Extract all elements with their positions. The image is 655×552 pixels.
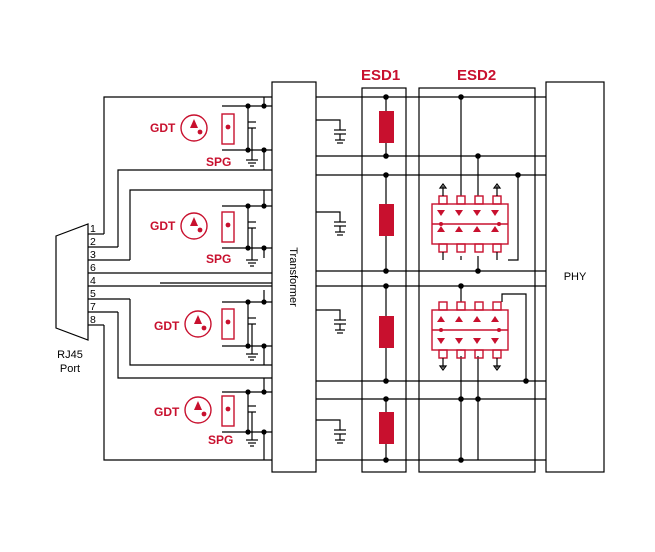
phy-label: PHY	[564, 271, 587, 283]
gdt-symbol	[180, 212, 208, 240]
gdt-symbol	[180, 114, 208, 142]
pin-6-label: 6	[90, 262, 96, 274]
gdt-label: GDT	[150, 121, 176, 135]
gdt-symbol	[184, 396, 212, 424]
pin-8-label: 8	[90, 314, 96, 326]
esd2-block	[418, 87, 536, 473]
pin-7-label: 7	[90, 301, 96, 313]
transformer-block	[271, 81, 317, 473]
esd1-block	[361, 87, 407, 473]
spg-label: SPG	[208, 433, 233, 447]
spg-symbol	[221, 308, 235, 340]
spg-symbol	[221, 395, 235, 427]
protection-group-1: GDT SPG	[150, 97, 272, 170]
esd1-device-4	[379, 412, 394, 444]
esd1-device-3	[379, 316, 394, 348]
gdt-label: GDT	[154, 405, 180, 419]
protection-groups: GDT SPG GDT SPG	[150, 97, 272, 460]
spg-symbol	[221, 113, 235, 145]
gdt-label: GDT	[154, 319, 180, 333]
spg-label: SPG	[206, 252, 231, 266]
signal-lines	[316, 96, 546, 461]
spg-label: SPG	[206, 155, 231, 169]
protection-group-3: GDT	[154, 290, 272, 365]
esd1-device-2	[379, 204, 394, 236]
pin-2-label: 2	[90, 236, 96, 248]
pin-4-label: 4	[90, 275, 96, 287]
transformer-label: Transformer	[287, 247, 299, 307]
gdt-label: GDT	[150, 219, 176, 233]
rj45-connector	[55, 223, 89, 341]
center-tap-caps	[316, 119, 346, 444]
esd2-array-upper	[431, 183, 509, 260]
esd1-label: ESD1	[361, 67, 400, 84]
pin-routing	[103, 96, 272, 461]
protection-group-4: GDT SPG	[154, 378, 272, 460]
spg-symbol	[221, 211, 235, 243]
pin-1-label: 1	[90, 223, 96, 235]
esd1-elements	[379, 94, 394, 463]
rj45-label: RJ45	[57, 349, 83, 361]
pin-3-label: 3	[90, 249, 96, 261]
protection-group-2: GDT SPG	[150, 190, 272, 267]
pin-5-label: 5	[90, 288, 96, 300]
gdt-symbol	[184, 310, 212, 338]
esd2-elements	[431, 94, 529, 463]
esd1-device-1	[379, 111, 394, 143]
phy-block	[545, 81, 605, 473]
esd2-array-lower	[431, 301, 509, 371]
pin-labels: 1 2 3 6 4 5 7 8	[88, 223, 272, 326]
port-label: Port	[60, 363, 80, 375]
esd2-label: ESD2	[457, 67, 496, 84]
